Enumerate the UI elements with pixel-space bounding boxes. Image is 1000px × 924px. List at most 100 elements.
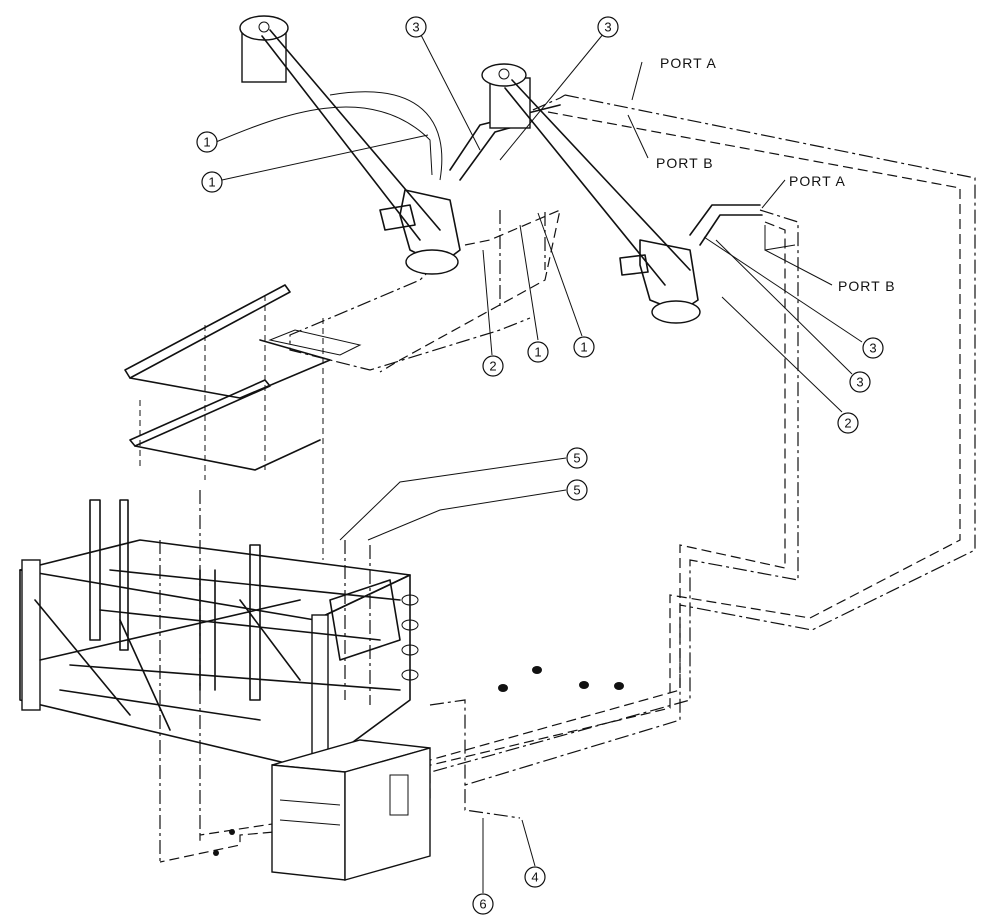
frame-inner-posts [199,544,261,701]
leader-c3b [499,32,605,161]
plate-upper-rail [124,284,291,379]
fitting-2 [532,666,542,674]
callouts: 1 1 1 1 2 2 3 3 3 3 4 5 5 6 [196,16,884,915]
leader-c1c [519,224,539,341]
box-component [389,774,409,816]
fitting-4 [614,682,624,690]
frame-cross-braces [34,599,301,721]
label-right-port-a: PORT A [789,173,846,189]
leader-c1d [537,212,583,337]
frame-front-panel [19,569,316,771]
leader-upper-port-a [631,61,643,101]
frame-spacer-4 [401,669,419,681]
label-upper-port-b: PORT B [656,155,714,171]
box-side [344,747,431,881]
leader-c5b [367,489,567,541]
callout-3a: 3 [405,16,427,38]
svg-text:5: 5 [573,451,580,466]
frame-side-plate [329,579,401,661]
middle-port-bracket [764,225,796,251]
leader-right-port-a [761,179,786,209]
svg-text:1: 1 [203,135,210,150]
hose-cylinder-to-bracket-2 [379,208,561,373]
frame-diagonals [119,599,301,731]
middle-rod-1 [511,79,691,271]
callout-1b: 1 [201,171,223,193]
left-cylinder-port [258,21,270,33]
svg-text:4: 4 [531,870,538,885]
control-box [271,739,431,881]
svg-text:3: 3 [412,20,419,35]
port-labels: PORT A PORT B PORT A PORT B [656,55,896,294]
left-rod-2 [261,35,421,241]
fitting-5 [229,829,235,835]
svg-text:3: 3 [856,375,863,390]
frame-post-left [21,559,41,711]
leader-c2a [482,249,493,356]
svg-text:2: 2 [489,359,496,374]
svg-text:3: 3 [869,341,876,356]
leader-lines [215,32,863,893]
middle-valve-base [651,300,701,324]
middle-hose-fitting-2 [699,214,763,246]
middle-cylinder-body [489,77,531,129]
callout-2b: 2 [837,412,859,434]
callout-3b: 3 [597,16,619,38]
callout-5a: 5 [566,447,588,469]
svg-text:6: 6 [479,897,486,912]
callout-1a: 1 [196,131,218,153]
leader-c3a [419,32,481,151]
callout-4: 4 [524,866,546,888]
left-return-line [329,91,443,181]
frame-side-edge [314,574,411,771]
callout-1d: 1 [573,336,595,358]
callout-5b: 5 [566,479,588,501]
svg-text:1: 1 [208,175,215,190]
frame-spacer-1 [401,594,419,606]
label-upper-port-a: PORT A [660,55,717,71]
exploded-plates [124,284,362,560]
svg-text:1: 1 [534,345,541,360]
hose-lines [159,94,976,863]
frame-upright-posts [89,499,129,651]
plate-upper-frame [129,339,331,399]
leader-c2b [721,296,843,413]
hose-cylinder-to-bracket [289,264,531,371]
middle-hose-fitting [689,204,761,236]
hose-bracket-vertical [499,210,546,310]
svg-text:3: 3 [604,20,611,35]
leader-c5a [339,457,567,541]
middle-cylinder-assembly [481,63,796,324]
leader-c3d [715,239,853,375]
hose-port-a-upper [464,94,976,819]
callout-6: 6 [472,893,494,915]
frame-spacer-2 [401,619,419,631]
leader-c4 [521,819,536,867]
callout-2a: 2 [482,355,504,377]
frame-rails [69,569,401,691]
label-right-port-b: PORT B [838,278,896,294]
lower-frame [19,499,419,774]
fitting-1 [498,684,508,692]
leader-upper-port-b [627,114,649,159]
svg-text:5: 5 [573,483,580,498]
middle-cylinder-port [498,68,510,80]
svg-text:2: 2 [844,416,851,431]
fitting-dots [213,666,624,856]
hose-port-b-upper [159,111,961,863]
left-rod-1 [269,29,441,231]
leader-right-port-b [764,249,833,286]
callout-3d: 3 [849,371,871,393]
callout-3c: 3 [862,337,884,359]
leader-c1b [221,134,429,181]
left-cylinder-cap [239,15,289,41]
fitting-6 [213,850,219,856]
middle-mount-plate [619,254,649,276]
left-mount-plate [379,204,416,231]
hose-port-a-right [419,209,799,776]
leader-c1a [215,106,433,176]
plate-lower-frame [134,439,321,471]
fitting-3 [579,681,589,689]
